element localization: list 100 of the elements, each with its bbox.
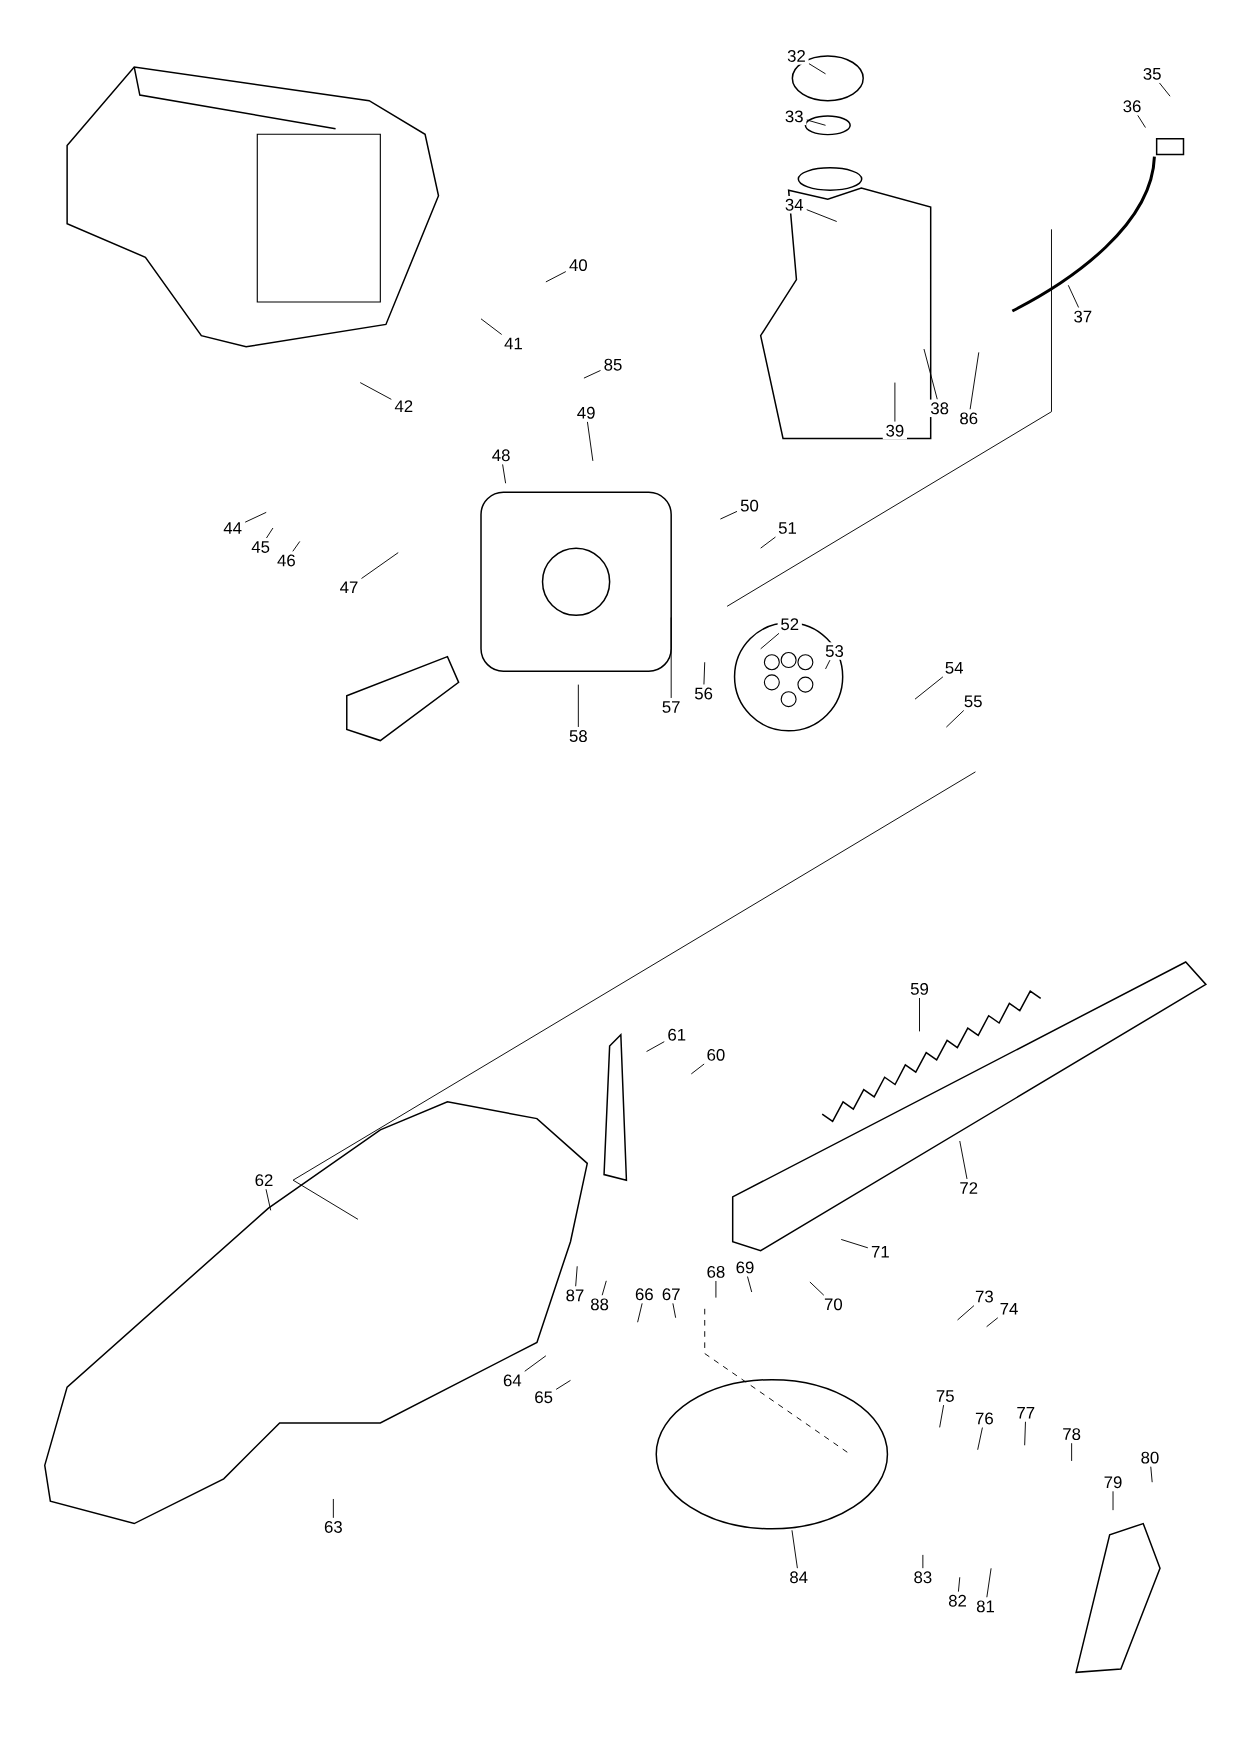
leader-line — [918, 997, 920, 1032]
leader-line — [586, 421, 594, 462]
callout-number: 63 — [321, 1518, 346, 1536]
callout-number: 40 — [566, 256, 591, 274]
leader-line — [265, 1188, 271, 1211]
leader-line — [480, 318, 502, 335]
callout-number: 66 — [632, 1285, 657, 1303]
leader-line — [1158, 82, 1171, 97]
leader-line — [1112, 1490, 1114, 1511]
leader-line — [985, 1317, 999, 1328]
callout-number: 50 — [737, 496, 762, 515]
callout-number: 74 — [996, 1300, 1021, 1318]
leader-line — [760, 536, 776, 549]
leader-line — [894, 382, 896, 423]
leader-line — [922, 1554, 924, 1569]
callout-number: 53 — [822, 642, 847, 660]
callout-number: 80 — [1137, 1448, 1162, 1467]
leader-line — [986, 1567, 992, 1598]
callout-number: 77 — [1013, 1404, 1038, 1422]
callout-number: 36 — [1119, 97, 1144, 115]
leader-line — [809, 1281, 825, 1296]
leader-line — [690, 1063, 705, 1075]
callout-number: 67 — [658, 1285, 684, 1303]
leader-line — [292, 540, 301, 552]
leader-line — [824, 659, 831, 670]
callout-number: 73 — [972, 1287, 997, 1306]
leader-line — [265, 527, 274, 539]
leader-line — [806, 119, 826, 126]
leader-line — [1024, 1421, 1026, 1446]
callout-number: 45 — [248, 538, 273, 556]
callout-number: 62 — [251, 1171, 276, 1189]
callout-number: 79 — [1100, 1473, 1125, 1491]
callout-number: 82 — [945, 1592, 970, 1610]
leader-line — [703, 661, 705, 685]
leader-line — [914, 676, 944, 700]
callout-number: 32 — [784, 47, 809, 65]
leader-line — [332, 1498, 334, 1519]
leader-line — [977, 1427, 983, 1451]
leader-line — [575, 1265, 578, 1287]
callout-number: 87 — [562, 1286, 587, 1305]
callout-number: 81 — [973, 1597, 998, 1616]
leader-line — [360, 552, 399, 579]
callout-number: 46 — [274, 551, 299, 570]
leader-line — [1137, 114, 1146, 128]
callout-number: 59 — [907, 980, 932, 998]
callout-number: 44 — [220, 519, 245, 537]
callout-number: 48 — [488, 446, 514, 465]
callout-number: 57 — [658, 698, 684, 716]
leader-line — [791, 1529, 798, 1569]
leader-line — [359, 382, 392, 400]
leader-line — [957, 1576, 961, 1593]
leader-line — [746, 1276, 752, 1293]
callout-number: 70 — [821, 1295, 846, 1314]
leader-line — [636, 1302, 643, 1323]
leader-line — [501, 463, 506, 484]
leader-line — [524, 1355, 547, 1372]
leader-line — [806, 209, 837, 222]
leader-line — [808, 63, 826, 75]
callout-number: 88 — [587, 1295, 612, 1314]
callout-number: 47 — [336, 578, 361, 596]
callout-number: 33 — [781, 107, 807, 126]
callout-number: 71 — [868, 1243, 893, 1261]
callout-number: 52 — [777, 615, 802, 633]
leader-line — [715, 1280, 717, 1299]
callout-number: 55 — [960, 692, 986, 711]
callout-number: 60 — [703, 1046, 728, 1064]
leader-line — [1070, 1442, 1072, 1462]
callout-number: 69 — [732, 1258, 757, 1277]
callout-number: 41 — [501, 334, 526, 352]
callout-number: 51 — [775, 519, 800, 537]
callout-number: 85 — [600, 355, 625, 374]
callout-number: 39 — [882, 421, 907, 440]
leader-line — [583, 370, 601, 379]
leader-line — [670, 617, 672, 699]
callout-number: 76 — [972, 1409, 997, 1428]
leader-line — [672, 1302, 676, 1319]
callout-number: 86 — [956, 409, 981, 428]
callout-number: 84 — [786, 1568, 811, 1586]
leader-line — [945, 709, 965, 728]
leader-line — [577, 684, 579, 728]
callout-number: 42 — [391, 397, 416, 415]
leader-line — [959, 1140, 968, 1180]
callout-number: 61 — [664, 1026, 689, 1044]
callout-number: 37 — [1070, 307, 1095, 326]
leader-line — [923, 348, 938, 400]
leader-line — [601, 1280, 607, 1296]
leader-line — [244, 511, 267, 523]
leader-line — [938, 1404, 944, 1428]
leader-line — [1067, 284, 1079, 308]
callout-number: 72 — [956, 1179, 981, 1197]
callout-number: 54 — [941, 659, 967, 677]
leader-line — [969, 351, 980, 410]
leader-line — [840, 1239, 869, 1249]
callout-number: 58 — [566, 727, 591, 745]
callout-number: 56 — [691, 684, 716, 703]
callout-number: 75 — [932, 1387, 958, 1405]
callout-number: 83 — [910, 1568, 935, 1586]
callout-number: 65 — [531, 1388, 556, 1406]
leader-line — [545, 271, 567, 283]
leader-line — [956, 1305, 975, 1321]
